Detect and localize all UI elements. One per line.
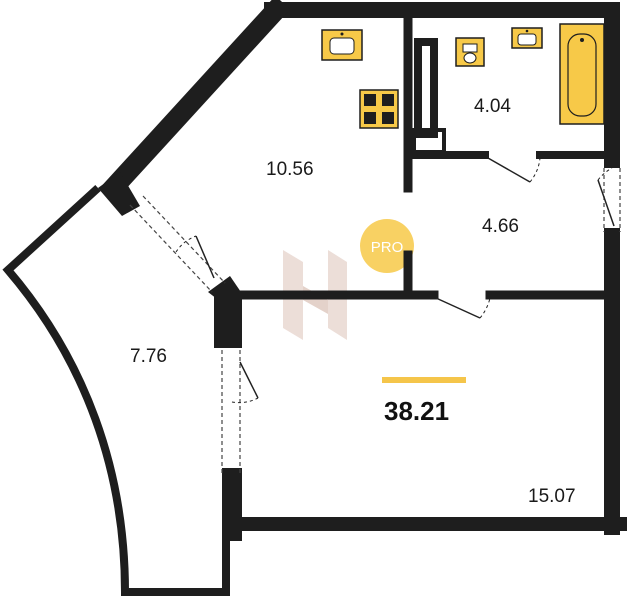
walls [101, 0, 627, 541]
toilet-niche [414, 38, 438, 138]
accent-bar [382, 377, 466, 383]
room-area-balcony: 7.76 [130, 346, 167, 367]
room-area-kitchen: 10.56 [266, 159, 314, 180]
wall-column [98, 172, 140, 216]
pro-badge: PRO [360, 219, 414, 273]
room-area-hallway: 4.66 [482, 216, 519, 237]
room-area-bathroom: 4.04 [474, 96, 511, 117]
bathtub-icon [559, 23, 605, 125]
wall-column [214, 296, 242, 348]
toilet-icon [455, 37, 485, 67]
door-icon [175, 235, 215, 279]
window-icon [603, 168, 621, 232]
door-icon [435, 297, 491, 319]
window-icon [221, 350, 241, 476]
window-icon [129, 195, 226, 293]
sink-icon [511, 27, 543, 49]
pro-badge-text: PRO [371, 239, 404, 256]
door-icon [231, 361, 259, 404]
stove-icon [359, 89, 399, 129]
door-icon [597, 167, 615, 227]
door-icon [487, 157, 541, 183]
balcony-outline [2, 185, 230, 596]
total-area: 38.21 [384, 396, 449, 426]
room-area-living-room: 15.07 [528, 486, 576, 507]
sink-icon [321, 29, 363, 61]
